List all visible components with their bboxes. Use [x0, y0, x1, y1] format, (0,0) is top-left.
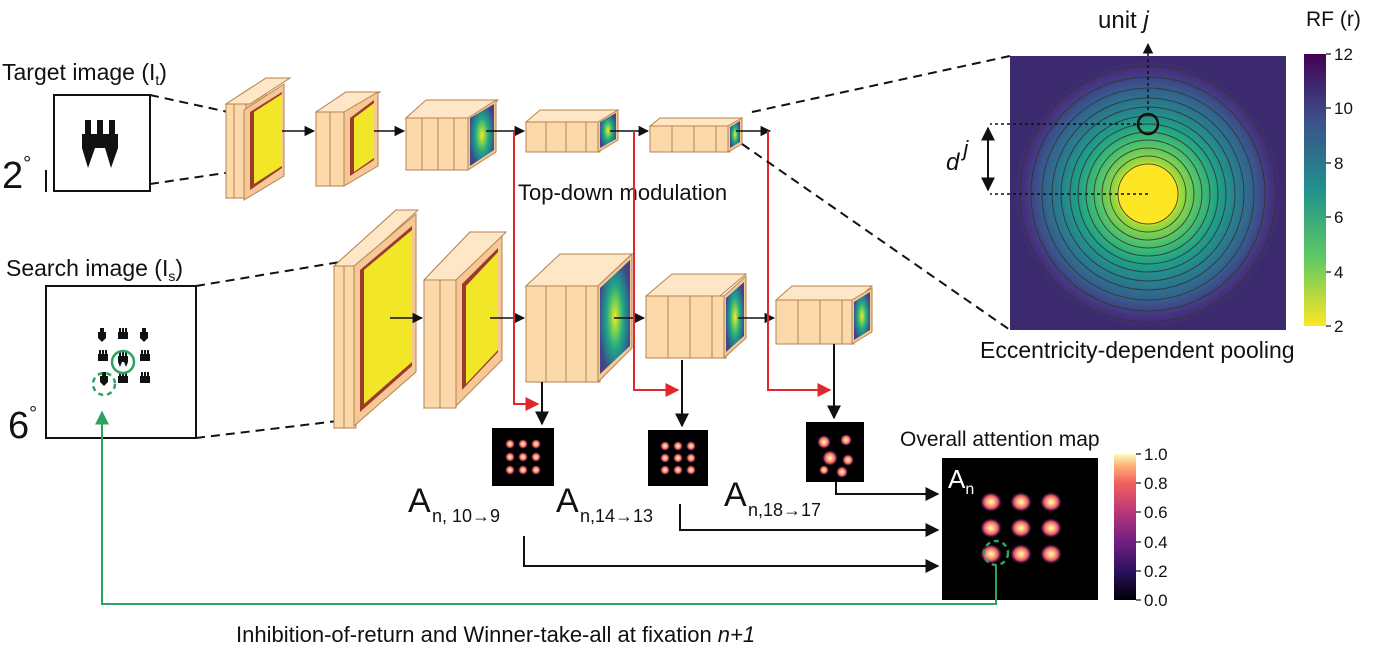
attention-map-1 [492, 428, 554, 486]
target-stream [224, 77, 772, 201]
svg-text:10: 10 [1334, 99, 1353, 118]
attention-colorbar: 1.0 0.8 0.6 0.4 0.2 0.0 [1114, 445, 1168, 610]
svg-text:12: 12 [1334, 45, 1353, 64]
attention-map-2 [648, 430, 708, 486]
search-layer-1 [332, 208, 420, 430]
feedback-loop-arrow [95, 410, 997, 605]
search-stream [332, 208, 874, 430]
top-down-label: Top-down modulation [518, 180, 727, 205]
unit-j-circle [1136, 112, 1160, 136]
target-layer-3 [404, 99, 500, 171]
attention-map-label-1: A n, 10→9 [408, 482, 500, 526]
overall-map-label: An [948, 464, 974, 498]
target-image-panel: Target image (It) 2° [2, 59, 233, 197]
svg-text:0.0: 0.0 [1144, 591, 1168, 610]
svg-text:1.0: 1.0 [1144, 445, 1168, 464]
search-layer-5 [774, 285, 874, 345]
svg-text:6: 6 [1334, 208, 1343, 227]
target-image-label: Target image (It) [2, 59, 167, 88]
svg-text:0.4: 0.4 [1144, 533, 1168, 552]
attention-map-label-2: A n,14→13 [556, 482, 653, 526]
search-proj-bottom [195, 419, 347, 439]
next-fixation-circle [91, 371, 117, 397]
svg-text:RF (r): RF (r) [1306, 8, 1361, 31]
svg-text:0.2: 0.2 [1144, 562, 1168, 581]
svg-text:A: A [556, 482, 579, 520]
top-down-arrow-1 [513, 131, 540, 411]
svg-text:0.6: 0.6 [1144, 503, 1168, 522]
svg-text:A: A [724, 476, 747, 514]
svg-text:0.8: 0.8 [1144, 474, 1168, 493]
svg-text:8: 8 [1334, 154, 1343, 173]
target-proj-bottom [149, 171, 233, 185]
svg-text:4: 4 [1334, 263, 1343, 282]
overall-map-title: Overall attention map [900, 428, 1100, 451]
distance-label: dj [946, 136, 969, 176]
target-proj-top [149, 94, 229, 113]
search-size-label: 6° [8, 403, 37, 447]
search-layer-2 [422, 230, 508, 410]
rf-colorbar: RF (r) 12 10 8 6 4 2 [1304, 8, 1361, 336]
target-size-label: 2° [2, 153, 31, 197]
target-layer-2 [314, 91, 382, 187]
target-layer-5 [648, 117, 744, 153]
svg-text:n, 10→9: n, 10→9 [432, 506, 500, 526]
attention-map-label-3: A n,18→17 [724, 476, 821, 520]
current-fixation-circle [110, 349, 136, 375]
search-layer-4 [644, 273, 748, 360]
overall-attention-map: An [942, 458, 1098, 600]
pool-proj-bottom [741, 143, 1011, 331]
unit-j-label: unit j [1098, 7, 1149, 34]
merge-arrows [523, 482, 940, 573]
down-arrows [535, 344, 841, 428]
target-layer-1 [224, 77, 292, 201]
pool-proj-top [751, 55, 1011, 113]
svg-text:A: A [408, 482, 431, 520]
top-down-arrow-2 [633, 131, 680, 397]
top-down-arrow-3 [767, 131, 832, 397]
search-image-label: Search image (Is) [6, 255, 183, 284]
target-layer-4 [524, 109, 620, 153]
search-image-panel: Search image (Is) 6° [6, 255, 347, 447]
pooling-panel: dj unit j Eccentricity-dependent pooling [741, 7, 1295, 363]
top-down-arrows [513, 131, 832, 411]
svg-text:2: 2 [1334, 317, 1343, 336]
search-proj-top [195, 261, 341, 287]
search-object-grid [98, 328, 150, 386]
svg-text:n,18→17: n,18→17 [748, 500, 821, 520]
attention-map-3 [806, 422, 864, 482]
target-glyph [82, 120, 118, 168]
pooling-label: Eccentricity-dependent pooling [980, 337, 1295, 363]
footer-caption: Inhibition-of-return and Winner-take-all… [236, 622, 755, 647]
svg-text:n,14→13: n,14→13 [580, 506, 653, 526]
